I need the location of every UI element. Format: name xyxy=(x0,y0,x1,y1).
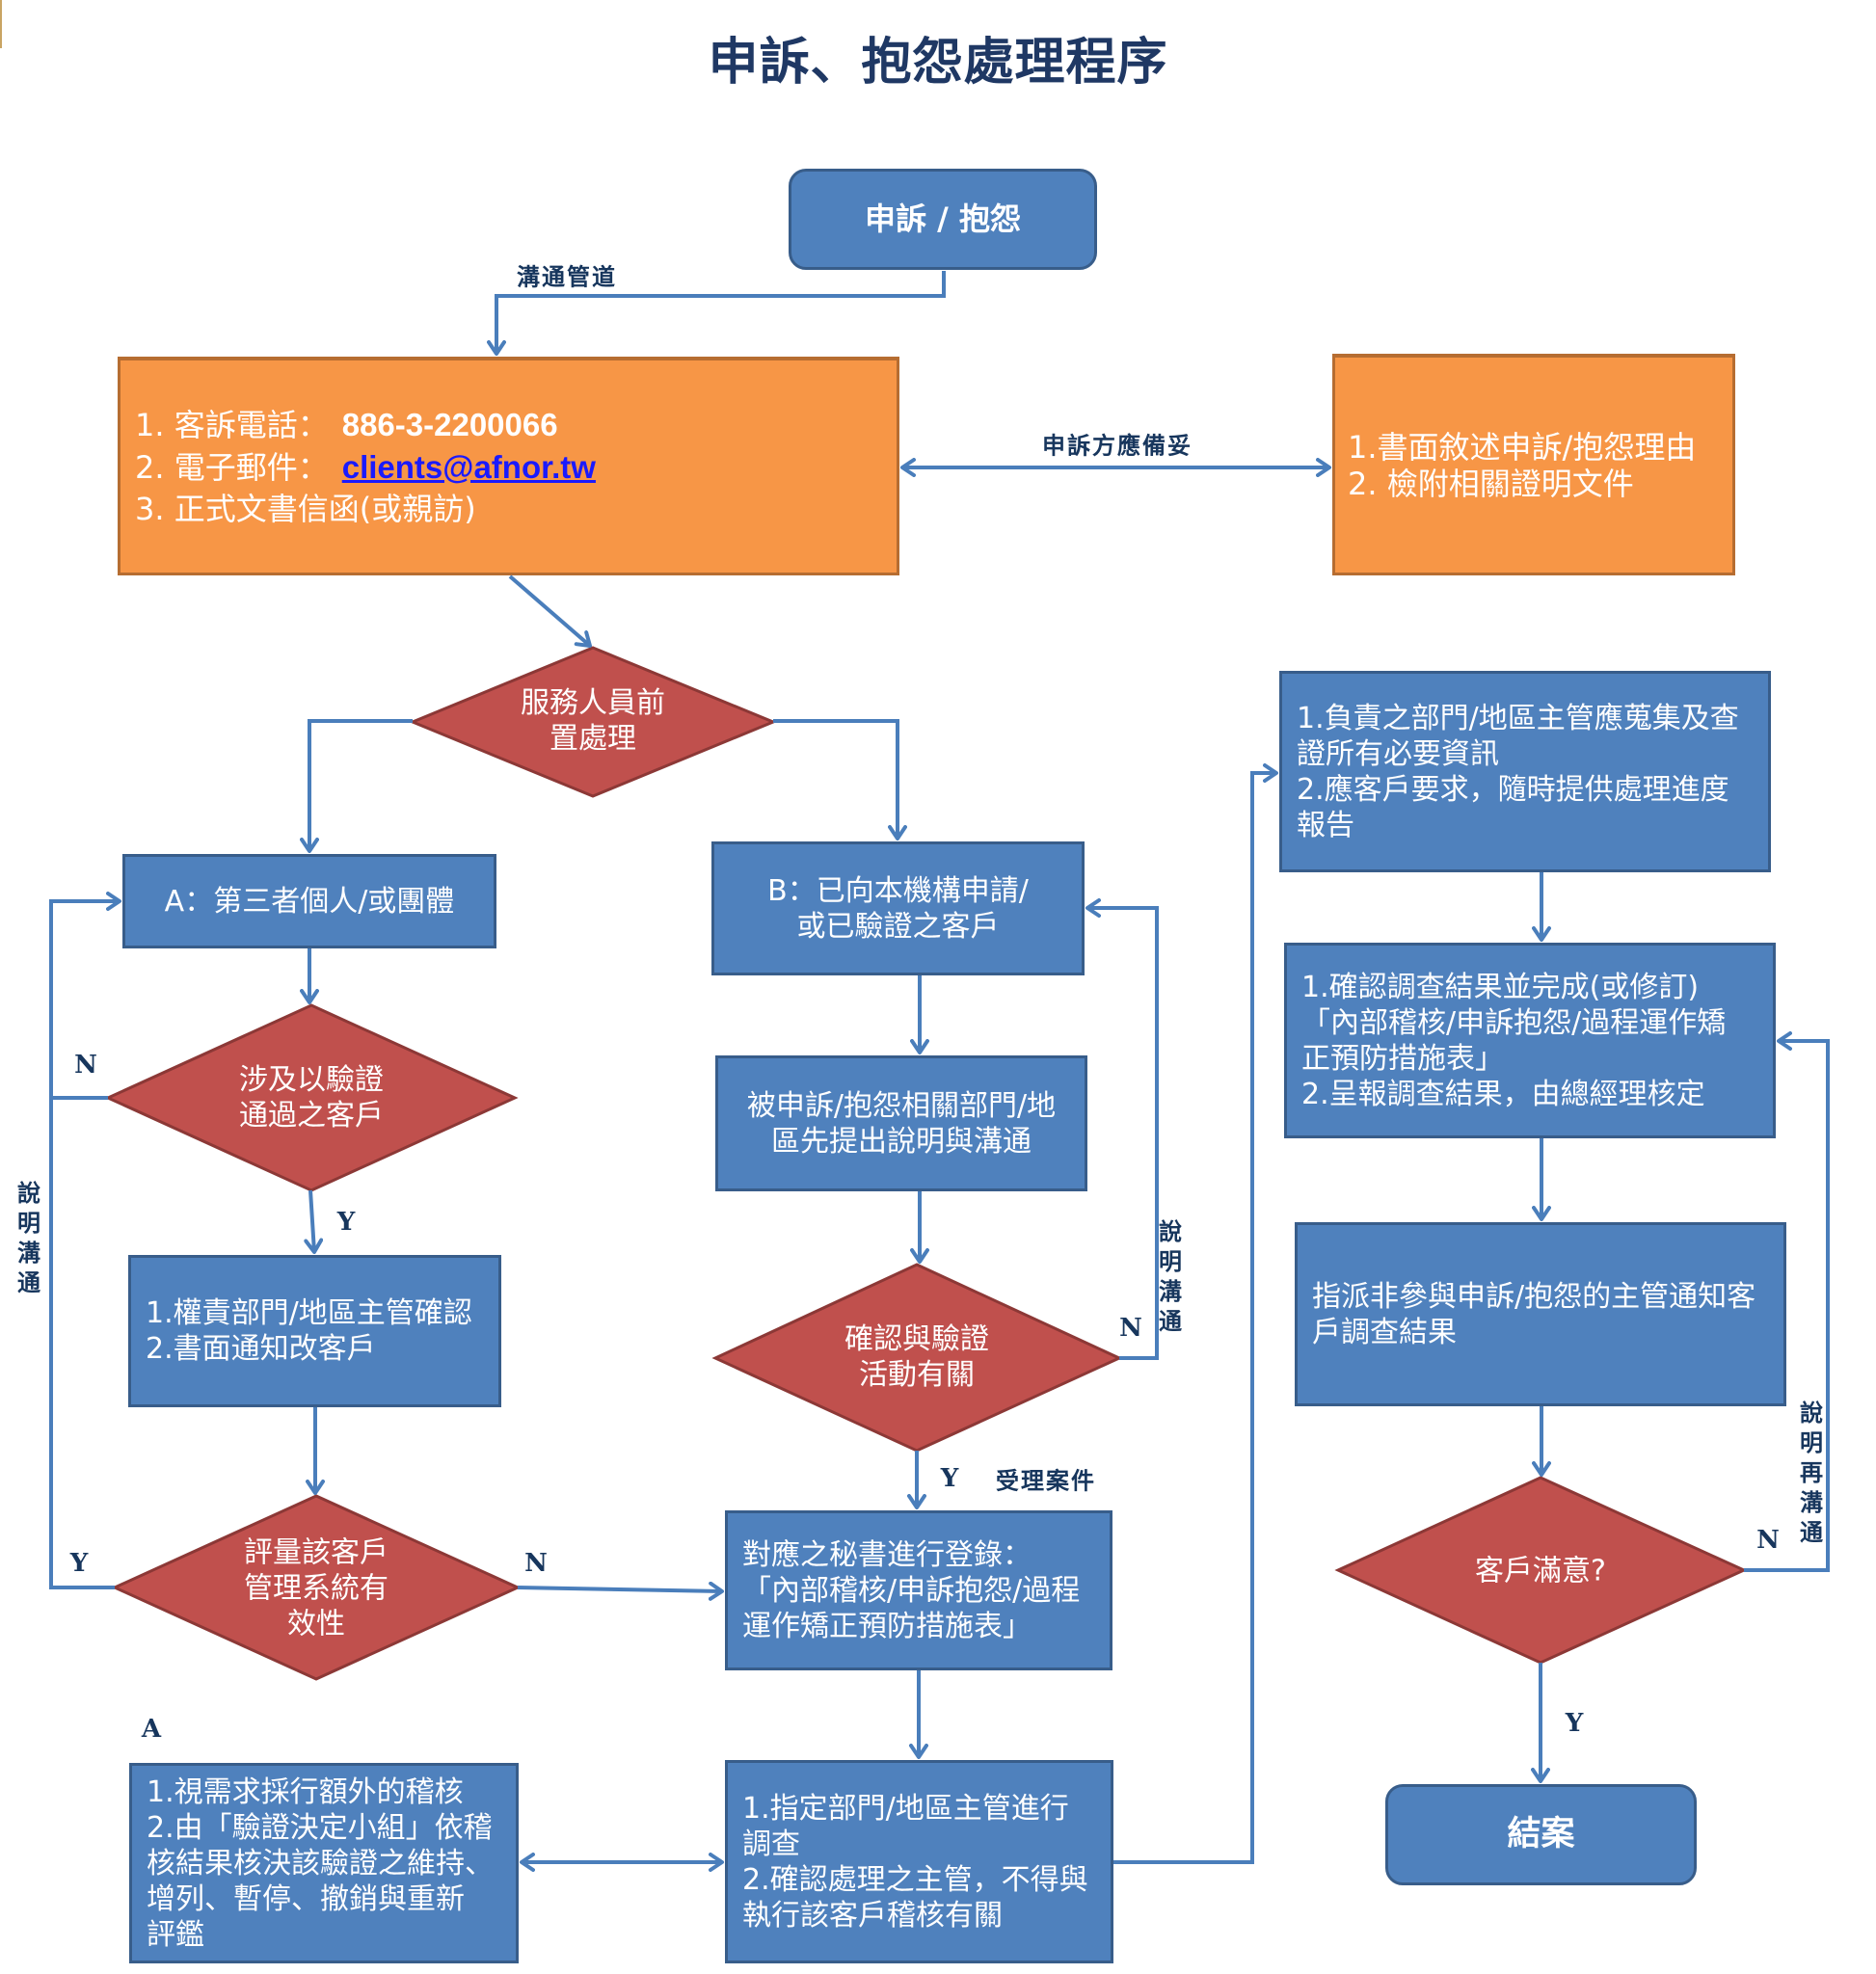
node-text-line: 客戶滿意? xyxy=(1475,1554,1606,1588)
label-a-marker: A xyxy=(141,1715,162,1744)
node-text-line: 2.應客戶要求，隨時提供處理進度 xyxy=(1297,772,1729,807)
connector-pre-processing-to-b xyxy=(773,719,907,840)
node-text-line: 執行該客戶稽核有關 xyxy=(742,1898,1003,1933)
process-assign-investigation: 1.指定部門/地區主管進行 調查 2.確認處理之主管，不得與 執行該客戶稽核有關 xyxy=(725,1760,1113,1963)
node-text-line: 效性 xyxy=(287,1607,345,1641)
node-text-line: 正預防措施表」 xyxy=(1301,1041,1504,1076)
node-text-line: 評鑑 xyxy=(147,1917,204,1952)
process-responsible-confirm: 1.權責部門/地區主管確認 2.書面通知改客戶 xyxy=(128,1255,501,1407)
connector-pre-processing-to-a xyxy=(300,719,413,853)
process-additional-audit: 1.視需求採行額外的稽核 2.由「驗證決定小組」依稽 核結果核決該驗證之維持、 … xyxy=(129,1763,519,1963)
node-text-line: 評量該客戶 xyxy=(244,1535,389,1570)
page-title: 申訴、抱怨處理程序 xyxy=(708,33,1168,92)
node-text-line: A：第三者個人/或團體 xyxy=(164,884,455,919)
phone-line: 1. 客訴電話： 886-3-2200066 xyxy=(135,404,558,446)
label-assess-yes: Y xyxy=(69,1549,89,1578)
process-dept-explanation: 被申訴/抱怨相關部門/地 區先提出說明與溝通 xyxy=(715,1055,1087,1191)
label-related-no: N xyxy=(1119,1314,1142,1343)
node-text-line: 涉及以驗證 xyxy=(239,1063,384,1097)
node-text-line: 活動有關 xyxy=(859,1358,975,1392)
node-text-line: 2.呈報調查結果，由總經理核定 xyxy=(1301,1077,1705,1111)
decision-client-satisfied-text: 客戶滿意? xyxy=(1475,1554,1606,1589)
process-notify-client: 指派非參與申訴/抱怨的主管通知客 戶調查結果 xyxy=(1295,1222,1786,1406)
decision-pre-processing-text: 服務人員前 置處理 xyxy=(521,685,665,757)
label-prepare: 申訴方應備妥 xyxy=(1042,431,1193,460)
node-text-line: 或已驗證之客戶 xyxy=(796,909,1000,944)
node-text-line: 2. 檢附相關證明文件 xyxy=(1348,465,1634,502)
decision-related-to-certification-text: 確認與驗證 活動有關 xyxy=(844,1321,989,1393)
start-node-complaint: 申訴 / 抱怨 xyxy=(789,169,1097,270)
node-text-line: 區先提出說明與溝通 xyxy=(771,1124,1032,1159)
label-involves-no: N xyxy=(74,1051,97,1080)
node-text-line: 調查 xyxy=(742,1827,800,1861)
node-text-line: 2.確認處理之主管，不得與 xyxy=(742,1862,1088,1897)
node-text-line: 2.由「驗證決定小組」依稽 xyxy=(147,1810,493,1845)
node-text-line: 1.負責之部門/地區主管應蒐集及查 xyxy=(1297,701,1739,735)
email-line: 2. 電子郵件： clients@afnor.tw xyxy=(135,446,596,489)
node-text-line: 結案 xyxy=(1507,1815,1575,1854)
node-text-line: 1.指定部門/地區主管進行 xyxy=(742,1791,1069,1826)
node-text-line: B：已向本機構申請/ xyxy=(767,873,1029,908)
label-explain-again: 說明再溝通 xyxy=(1800,1399,1823,1546)
node-text-line: 1.書面敘述申訴/抱怨理由 xyxy=(1348,428,1697,466)
node-text-line: 證所有必要資訊 xyxy=(1297,736,1499,771)
node-text-line: 戶調查結果 xyxy=(1312,1315,1457,1349)
node-text-line: 核結果核決該驗證之維持、 xyxy=(147,1846,494,1881)
email-label: 2. 電子郵件： xyxy=(135,448,329,486)
process-applicant-or-certified: B：已向本機構申請/ 或已驗證之客戶 xyxy=(711,841,1085,975)
node-text-line: 1.確認調查結果並完成(或修訂) xyxy=(1301,970,1700,1004)
email-link[interactable]: clients@afnor.tw xyxy=(341,448,596,485)
label-assess-no: N xyxy=(524,1549,548,1578)
label-explain-mid: 說明溝通 xyxy=(1159,1217,1182,1335)
letter-line: 3. 正式文書信函(或親訪) xyxy=(135,490,476,527)
label-explain-left: 說明溝通 xyxy=(17,1179,40,1296)
connector-related-no-loop xyxy=(1085,898,1159,1360)
connector-contact-to-pre-processing xyxy=(508,574,592,648)
phone-number: 886-3-2200066 xyxy=(341,406,558,442)
node-text-line: 申訴 / 抱怨 xyxy=(865,200,1021,237)
corner-accent xyxy=(0,0,2,48)
node-text-line: 通過之客戶 xyxy=(239,1099,384,1133)
process-confirm-results: 1.確認調查結果並完成(或修訂) 「內部稽核/申訴抱怨/過程運作矯 正預防措施表… xyxy=(1284,943,1776,1138)
label-channels: 溝通管道 xyxy=(517,262,617,291)
node-text-line: 置處理 xyxy=(549,722,636,756)
node-text-line: 被申訴/抱怨相關部門/地 xyxy=(746,1088,1057,1123)
node-text-line: 報告 xyxy=(1297,808,1354,842)
decision-assess-management-system-text: 評量該客戶 管理系統有 效性 xyxy=(244,1535,389,1642)
process-third-party: A：第三者個人/或團體 xyxy=(122,854,496,948)
phone-label: 1. 客訴電話： xyxy=(135,406,329,443)
required-documents-box: 1.書面敘述申訴/抱怨理由 2. 檢附相關證明文件 xyxy=(1332,354,1735,575)
label-satisfied-no: N xyxy=(1756,1526,1780,1555)
connector-assess-yes-loop xyxy=(49,892,121,1589)
process-collect-info: 1.負責之部門/地區主管應蒐集及查 證所有必要資訊 2.應客戶要求，隨時提供處理… xyxy=(1279,671,1771,872)
label-related-yes: Y xyxy=(940,1464,959,1493)
node-text-line: 「內部稽核/申訴抱怨/過程運作矯 xyxy=(1301,1005,1727,1040)
process-secretary-register: 對應之秘書進行登錄： 「內部稽核/申訴抱怨/過程 運作矯正預防措施表」 xyxy=(725,1510,1112,1670)
label-satisfied-yes: Y xyxy=(1565,1709,1584,1738)
node-text-line: 增列、暫停、撤銷與重新 xyxy=(147,1881,465,1916)
connector-assess-no xyxy=(517,1581,724,1601)
node-text-line: 1.視需求採行額外的稽核 xyxy=(147,1774,464,1809)
connector-involves-yes xyxy=(304,1189,324,1254)
node-text-line: 服務人員前 xyxy=(521,686,665,720)
label-accept-case: 受理案件 xyxy=(996,1466,1096,1495)
label-involves-yes: Y xyxy=(336,1208,356,1237)
node-text-line: 管理系統有 xyxy=(244,1571,389,1606)
node-text-line: 2.書面通知改客戶 xyxy=(146,1332,376,1366)
decision-involves-certified-client-text: 涉及以驗證 通過之客戶 xyxy=(239,1062,384,1134)
end-node-case-closed: 結案 xyxy=(1385,1784,1697,1885)
node-text-line: 1.權責部門/地區主管確認 xyxy=(146,1296,472,1330)
node-text-line: 對應之秘書進行登錄： xyxy=(742,1537,1032,1572)
node-text-line: 運作矯正預防措施表」 xyxy=(742,1609,1032,1643)
node-text-line: 「內部稽核/申訴抱怨/過程 xyxy=(742,1573,1081,1608)
node-text-line: 確認與驗證 xyxy=(844,1322,989,1356)
node-text-line: 指派非參與申訴/抱怨的主管通知客 xyxy=(1312,1279,1756,1314)
contact-channels-box: 1. 客訴電話： 886-3-2200066 2. 電子郵件： clients@af… xyxy=(118,357,899,575)
